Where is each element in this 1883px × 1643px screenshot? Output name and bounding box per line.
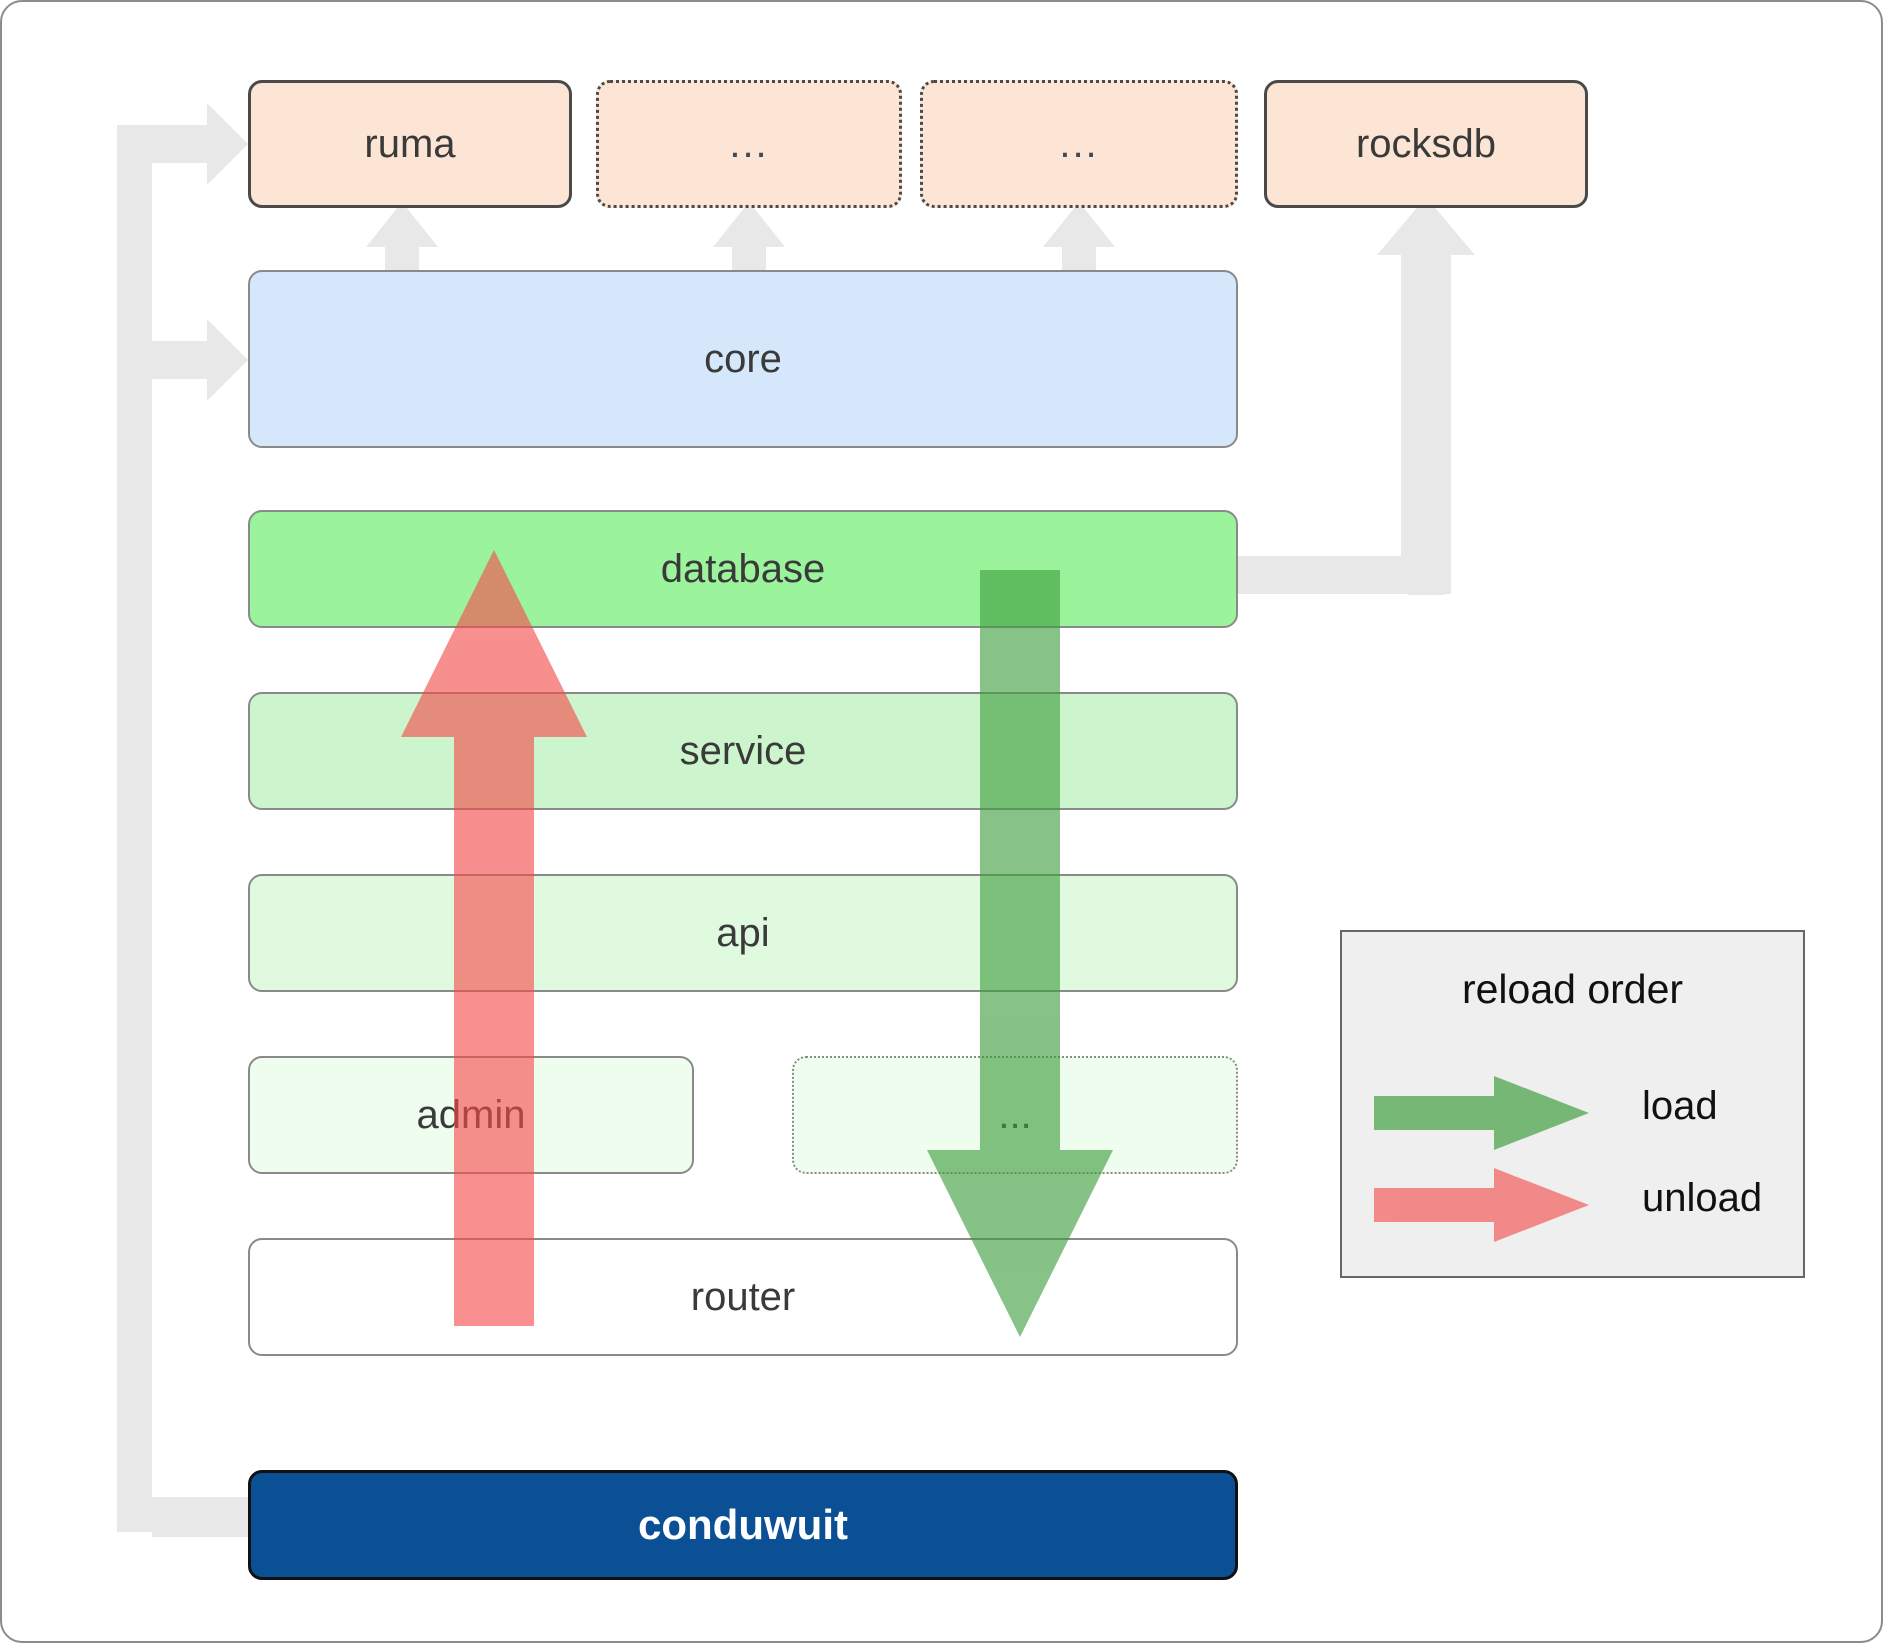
layer-label-ellipsis: ... — [998, 1092, 1032, 1137]
load-arrow-icon — [1374, 1076, 1589, 1150]
layer-label-api: api — [716, 910, 770, 955]
legend-label-unload: unload — [1642, 1176, 1763, 1220]
layer-box-router[interactable]: router — [248, 1238, 1238, 1356]
layer-box-service[interactable]: service — [248, 692, 1238, 810]
layer-box-admin[interactable]: admin — [248, 1056, 694, 1174]
legend-panel: reload order load unload — [1340, 930, 1805, 1278]
root-box-conduwuit[interactable]: conduwuit — [248, 1470, 1238, 1580]
dependency-label-ellipsis-a: ... — [729, 122, 769, 166]
dependency-box-ellipsis-a[interactable]: ... — [596, 80, 902, 208]
legend-title: reload order — [1461, 966, 1684, 1012]
root-label-conduwuit: conduwuit — [638, 1501, 848, 1548]
legend-label-load: load — [1642, 1084, 1718, 1128]
layer-label-database: database — [660, 546, 826, 591]
dependency-box-ellipsis-b[interactable]: ... — [920, 80, 1238, 208]
dependency-label-ruma: ruma — [364, 121, 456, 166]
layer-box-core[interactable]: core — [248, 270, 1238, 448]
legend-row-unload: unload — [1342, 1164, 1803, 1244]
layer-label-admin: admin — [416, 1092, 526, 1137]
dependency-box-rocksdb[interactable]: rocksdb — [1264, 80, 1588, 208]
legend-row-load: load — [1342, 1072, 1803, 1152]
dependency-label-rocksdb: rocksdb — [1355, 121, 1497, 166]
dependency-box-ruma[interactable]: ruma — [248, 80, 572, 208]
layer-label-service: service — [679, 728, 807, 773]
unload-arrow-icon — [1374, 1168, 1589, 1242]
dependency-label-ellipsis-b: ... — [1059, 122, 1099, 166]
layer-label-router: router — [690, 1274, 796, 1319]
layer-box-api[interactable]: api — [248, 874, 1238, 992]
layer-label-core: core — [704, 336, 782, 381]
layer-box-database[interactable]: database — [248, 510, 1238, 628]
layer-box-ellipsis[interactable]: ... — [792, 1056, 1238, 1174]
